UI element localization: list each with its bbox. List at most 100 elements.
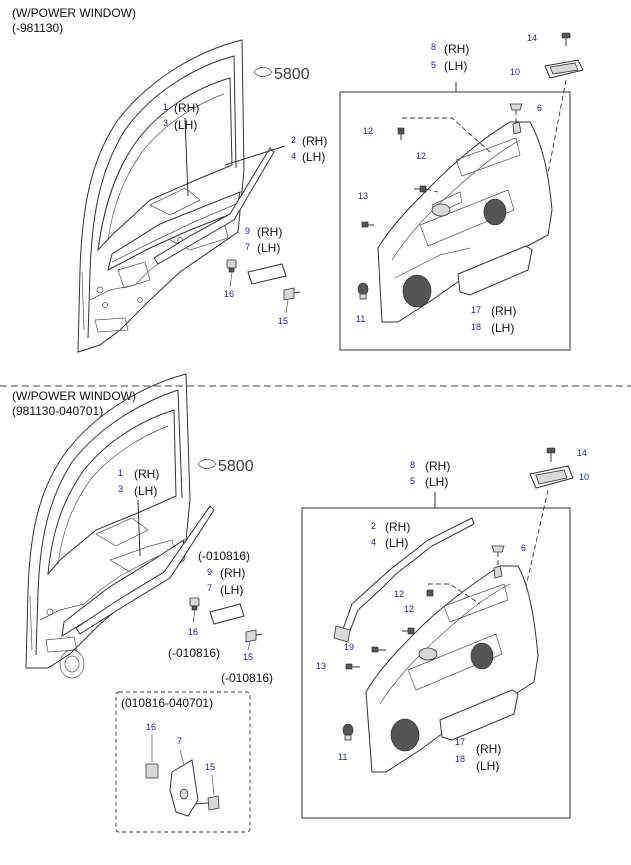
screw-part-12a bbox=[397, 117, 491, 153]
door-pocket bbox=[457, 245, 533, 296]
part-number: 10 bbox=[510, 67, 520, 77]
clip-part bbox=[226, 259, 237, 288]
part-number: 15 bbox=[205, 762, 215, 772]
part-number: 5 bbox=[410, 476, 415, 486]
outer-weatherstrip bbox=[153, 147, 275, 265]
part-number: 7 bbox=[207, 583, 212, 593]
part-number: 12 bbox=[416, 151, 426, 161]
door-frame-drawing bbox=[25, 373, 191, 679]
side-label: (LH) bbox=[385, 536, 408, 550]
part-number: 3 bbox=[118, 484, 123, 494]
part-number: 9 bbox=[245, 226, 250, 236]
side-label: (RH) bbox=[174, 101, 199, 115]
part-number: 5 bbox=[431, 60, 436, 70]
side-label: (RH) bbox=[302, 134, 327, 148]
side-label: (RH) bbox=[385, 520, 410, 534]
clip-part-11 bbox=[357, 282, 369, 300]
clip-part-6 bbox=[491, 545, 505, 566]
side-label: (RH) bbox=[257, 225, 282, 239]
part-number: 17 bbox=[455, 737, 465, 747]
part-number: 16 bbox=[224, 289, 234, 299]
part-number: 16 bbox=[188, 627, 198, 637]
part-number: 8 bbox=[431, 42, 436, 52]
part-number: 17 bbox=[471, 305, 481, 315]
handle-cover bbox=[529, 465, 574, 489]
part-number: 4 bbox=[371, 537, 376, 547]
screw-part-14 bbox=[546, 447, 556, 462]
side-label: (LH) bbox=[134, 484, 157, 498]
diagram-title: (W/POWER WINDOW) bbox=[12, 389, 136, 403]
part-number: 2 bbox=[371, 521, 376, 531]
inner-weatherstrip bbox=[107, 191, 241, 271]
part-number: 15 bbox=[278, 316, 288, 326]
side-label: (LH) bbox=[174, 118, 197, 132]
side-label: (LH) bbox=[476, 759, 499, 773]
door-pocket bbox=[439, 689, 519, 741]
screw-part-13 bbox=[345, 663, 360, 670]
part-number: 6 bbox=[521, 543, 526, 553]
part-number: 11 bbox=[338, 752, 347, 762]
date-note: (-010816) bbox=[168, 646, 220, 660]
trim-panel-box bbox=[301, 507, 571, 819]
sealing-sheet bbox=[209, 603, 245, 625]
diagram-period: (981130-040701) bbox=[12, 404, 103, 418]
part-number: 12 bbox=[404, 604, 414, 614]
clip-part bbox=[189, 597, 200, 624]
door-trim-panel bbox=[365, 565, 539, 773]
diagram-period: (-981130) bbox=[12, 21, 63, 35]
door-trim-panel bbox=[377, 121, 553, 323]
part-number: 1 bbox=[163, 102, 168, 112]
part-number: 14 bbox=[577, 448, 587, 458]
part-number: 12 bbox=[394, 589, 404, 599]
part-number: 7 bbox=[177, 736, 182, 746]
screw-part-19 bbox=[371, 646, 386, 653]
part-number: 15 bbox=[243, 652, 253, 662]
inner-weatherstrip bbox=[61, 538, 185, 637]
part-number: 4 bbox=[291, 151, 296, 161]
outer-weatherstrip bbox=[75, 505, 215, 635]
part-number: 14 bbox=[527, 33, 537, 43]
part-number: 13 bbox=[316, 661, 326, 671]
diagram-title: (W/POWER WINDOW) bbox=[12, 6, 136, 20]
diagram-top: (W/POWER WINDOW) (-981130) 5800 1 3 (RH)… bbox=[12, 6, 584, 353]
side-label: (RH) bbox=[476, 742, 501, 756]
side-label: (RH) bbox=[491, 304, 516, 318]
side-label: (LH) bbox=[425, 475, 448, 489]
part-number: 8 bbox=[410, 460, 415, 470]
door-frame-drawing bbox=[77, 39, 245, 353]
side-label: (LH) bbox=[257, 241, 280, 255]
screw-part-12b bbox=[402, 627, 415, 635]
window-run-channel bbox=[333, 517, 475, 643]
diagram-bottom: (W/POWER WINDOW) (981130-040701) 5800 1 … bbox=[12, 373, 589, 833]
clip-part-6 bbox=[509, 103, 523, 122]
side-label: (RH) bbox=[134, 467, 159, 481]
part-number: 10 bbox=[579, 472, 589, 482]
part-number: 1 bbox=[118, 468, 123, 478]
part-number: 7 bbox=[245, 242, 250, 252]
screw-part-12b bbox=[414, 185, 439, 193]
trim-panel-box bbox=[339, 91, 571, 351]
svg-text:5800: 5800 bbox=[218, 458, 254, 475]
svg-text:5800: 5800 bbox=[274, 66, 310, 83]
screw-part-14 bbox=[561, 32, 571, 46]
side-label: (LH) bbox=[220, 583, 243, 597]
screw-part bbox=[283, 287, 301, 314]
part-number: 19 bbox=[344, 642, 354, 652]
part-number: 16 bbox=[146, 722, 156, 732]
part-number: 13 bbox=[358, 191, 368, 201]
inset-title: (010816-040701) bbox=[121, 696, 213, 710]
sealing-sheet bbox=[247, 263, 287, 285]
part-number: 18 bbox=[455, 754, 465, 764]
side-label: (RH) bbox=[220, 566, 245, 580]
reference-5800: 5800 bbox=[197, 458, 254, 475]
reference-5800: 5800 bbox=[253, 66, 310, 83]
clip-part-11 bbox=[342, 723, 354, 741]
inset-bracket bbox=[145, 735, 220, 817]
part-number: 2 bbox=[291, 135, 296, 145]
part-number: 12 bbox=[363, 126, 373, 136]
part-number: 3 bbox=[163, 118, 168, 128]
screw-part-12a bbox=[426, 583, 481, 605]
part-number: 11 bbox=[356, 314, 365, 324]
date-note: (-010816) bbox=[198, 549, 250, 563]
